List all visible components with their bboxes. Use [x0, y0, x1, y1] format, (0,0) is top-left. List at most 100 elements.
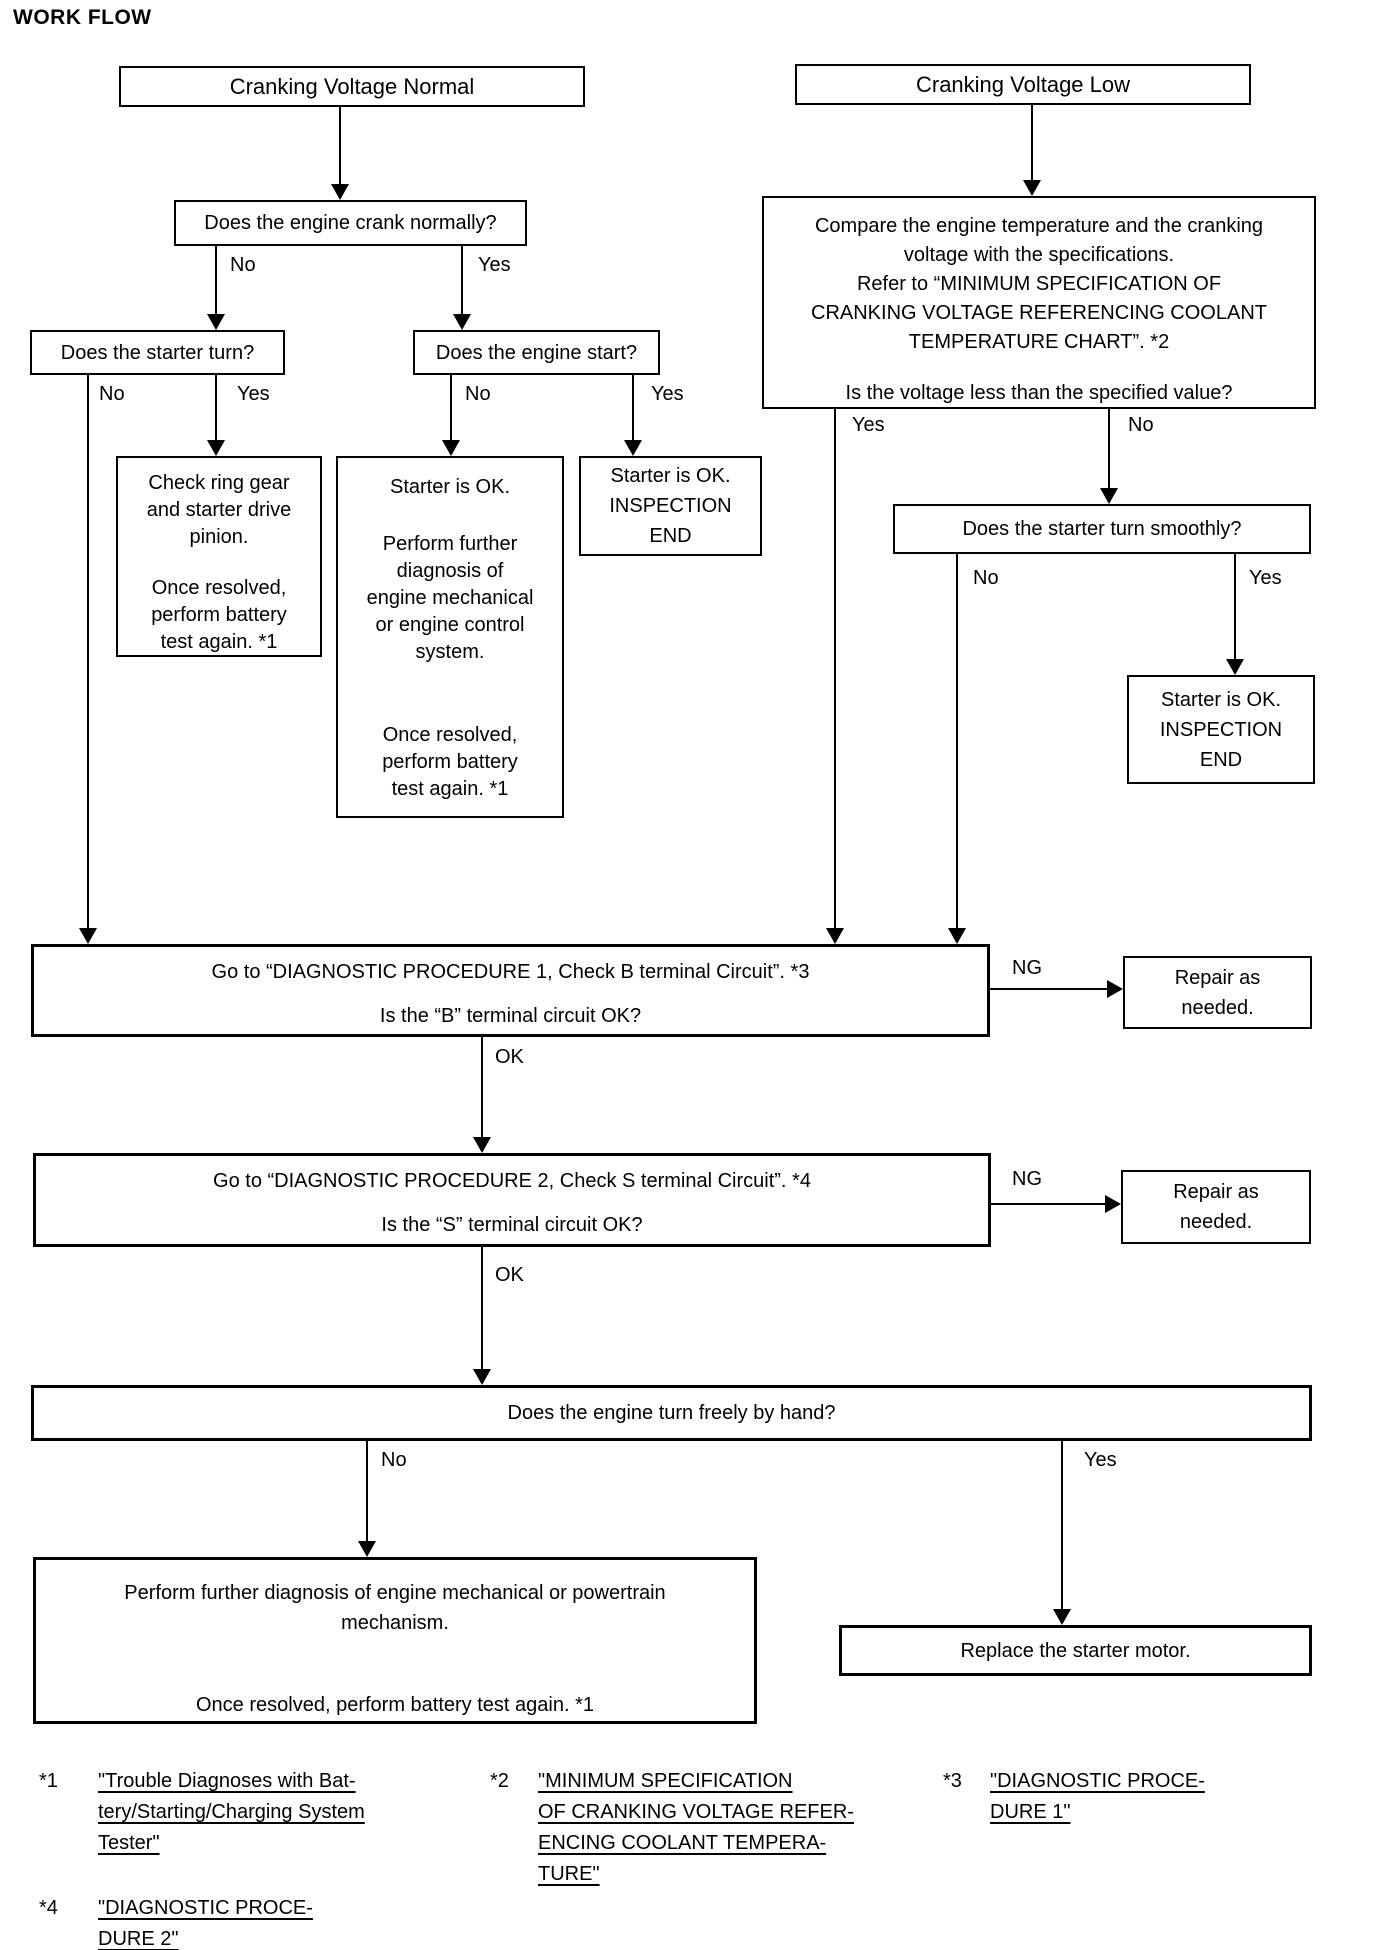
connector-proc1-ok-to-proc2 — [481, 1037, 483, 1137]
node-text: Check ring gear and starter drive pinion… — [146, 472, 292, 548]
arrowhead-down-icon — [1053, 1609, 1071, 1625]
node-label: Starter is OK. INSPECTION END — [609, 465, 732, 547]
page-title: WORK FLOW — [13, 6, 152, 29]
node-label: Does the starter turn smoothly? — [962, 518, 1242, 540]
edge-label-yes: Yes — [1249, 567, 1282, 589]
footnote-2: *2 "MINIMUM SPECIFICATION OF CRANKING VO… — [490, 1766, 854, 1890]
arrowhead-down-icon — [948, 928, 966, 944]
arrowhead-right-icon — [1105, 1195, 1121, 1213]
arrowhead-down-icon — [442, 440, 460, 456]
node-action-repair-as-needed-1: Repair as needed. — [1123, 956, 1312, 1029]
node-q-diagnostic-procedure-2: Go to “DIAGNOSTIC PROCEDURE 2, Check S t… — [33, 1153, 991, 1247]
node-text: Compare the engine temperature and the c… — [814, 215, 1264, 266]
node-action-replace-starter-motor: Replace the starter motor. — [839, 1625, 1312, 1676]
arrowhead-down-icon — [1226, 659, 1244, 675]
node-label: Does the engine turn freely by hand? — [507, 1402, 836, 1424]
connector-starter-turn-yes-to-ring-gear — [215, 375, 217, 440]
node-q-engine-start: Does the engine start? — [413, 330, 660, 375]
node-label: Does the starter turn? — [60, 341, 255, 364]
edge-label-ng: NG — [1012, 957, 1042, 979]
edge-label-no: No — [1128, 414, 1154, 436]
node-label: Cranking Voltage Normal — [229, 73, 475, 99]
connector-proc2-ok-to-turn-freely — [481, 1247, 483, 1369]
arrowhead-down-icon — [1023, 180, 1041, 196]
connector-freely-yes-to-replace — [1061, 1441, 1063, 1609]
node-text: Go to “DIAGNOSTIC PROCEDURE 1, Check B t… — [211, 961, 810, 983]
arrowhead-down-icon — [826, 928, 844, 944]
connector-starter-turn-no-to-proc1 — [87, 375, 89, 928]
edge-label-yes: Yes — [478, 254, 511, 276]
node-action-starter-ok-further-diagnosis: Starter is OK. Perform further diagnosis… — [336, 456, 564, 818]
arrowhead-down-icon — [473, 1137, 491, 1153]
node-action-compare-voltage: Compare the engine temperature and the c… — [762, 196, 1316, 409]
node-label: Cranking Voltage Low — [915, 71, 1131, 97]
node-text: Go to “DIAGNOSTIC PROCEDURE 2, Check S t… — [213, 1170, 811, 1192]
node-end-starter-ok-inspection-right: Starter is OK. INSPECTION END — [1127, 675, 1315, 784]
node-text: Starter is OK. — [389, 476, 511, 498]
connector-low-to-compare — [1031, 105, 1033, 180]
footnote-ref: *3 — [943, 1770, 962, 1792]
arrowhead-down-icon — [473, 1369, 491, 1385]
node-label: Does the engine start? — [435, 341, 638, 364]
edge-label-no: No — [99, 383, 125, 405]
footnote-4: *4 "DIAGNOSTIC PROCE- DURE 2" — [39, 1893, 313, 1950]
node-q-starter-turn: Does the starter turn? — [30, 330, 285, 375]
arrowhead-down-icon — [331, 184, 349, 200]
edge-label-yes: Yes — [237, 383, 270, 405]
connector-proc1-ng-to-repair — [990, 988, 1107, 990]
node-text: Once resolved, perform battery test agai… — [151, 577, 287, 653]
edge-label-yes: Yes — [651, 383, 684, 405]
connector-crank-no-to-starter-turn — [215, 246, 217, 314]
connector-smoothly-yes-to-end — [1234, 554, 1236, 659]
node-text: Perform further diagnosis of engine mech… — [366, 533, 534, 663]
edge-label-ng: NG — [1012, 1168, 1042, 1190]
node-text: Once resolved, perform battery test agai… — [382, 724, 518, 800]
edge-label-ok: OK — [495, 1264, 524, 1286]
edge-label-yes: Yes — [852, 414, 885, 436]
connector-compare-yes-to-proc1 — [834, 409, 836, 928]
arrowhead-right-icon — [1107, 980, 1123, 998]
arrowhead-down-icon — [453, 314, 471, 330]
edge-label-no: No — [381, 1449, 407, 1471]
edge-label-no: No — [465, 383, 491, 405]
node-text: Refer to “MINIMUM SPECIFICATION OF CRANK… — [811, 273, 1267, 353]
footnote-1: *1 "Trouble Diagnoses with Bat- tery/Sta… — [39, 1766, 365, 1859]
footnote-ref: *1 — [39, 1770, 58, 1792]
arrowhead-down-icon — [207, 440, 225, 456]
footnote-link-diagnostic-procedure-1[interactable]: "DIAGNOSTIC PROCE- DURE 1" — [990, 1770, 1205, 1823]
edge-label-no: No — [973, 567, 999, 589]
node-header-cranking-voltage-normal: Cranking Voltage Normal — [119, 66, 585, 107]
footnote-link-minimum-specification[interactable]: "MINIMUM SPECIFICATION OF CRANKING VOLTA… — [538, 1770, 854, 1885]
arrowhead-down-icon — [79, 928, 97, 944]
node-end-starter-ok-inspection-left: Starter is OK. INSPECTION END — [579, 456, 762, 556]
node-label: Replace the starter motor. — [960, 1639, 1191, 1662]
node-q-engine-turn-freely: Does the engine turn freely by hand? — [31, 1385, 1312, 1441]
connector-normal-to-crank — [339, 107, 341, 184]
node-label: Repair as needed. — [1173, 1181, 1259, 1233]
node-action-check-ring-gear: Check ring gear and starter drive pinion… — [116, 456, 322, 657]
edge-label-yes: Yes — [1084, 1449, 1117, 1471]
node-label: Starter is OK. INSPECTION END — [1159, 688, 1283, 771]
node-text: Is the “S” terminal circuit OK? — [381, 1214, 643, 1236]
connector-engine-start-yes-to-end — [632, 375, 634, 440]
footnote-ref: *2 — [490, 1770, 509, 1792]
footnote-ref: *4 — [39, 1897, 58, 1919]
node-label: Does the engine crank normally? — [204, 212, 497, 234]
node-header-cranking-voltage-low: Cranking Voltage Low — [795, 64, 1251, 105]
node-text: Is the “B” terminal circuit OK? — [379, 1005, 642, 1027]
node-action-repair-as-needed-2: Repair as needed. — [1121, 1170, 1311, 1244]
arrowhead-down-icon — [207, 314, 225, 330]
connector-compare-no-to-smoothly — [1108, 409, 1110, 488]
footnote-3: *3 "DIAGNOSTIC PROCE- DURE 1" — [943, 1766, 1205, 1828]
connector-engine-start-no-to-diagnosis — [450, 375, 452, 440]
node-q-starter-turn-smoothly: Does the starter turn smoothly? — [893, 504, 1311, 554]
node-q-engine-crank-normally: Does the engine crank normally? — [174, 200, 527, 246]
node-text: Is the voltage less than the specified v… — [845, 382, 1233, 404]
arrowhead-down-icon — [624, 440, 642, 456]
arrowhead-down-icon — [358, 1541, 376, 1557]
node-text: Perform further diagnosis of engine mech… — [124, 1582, 666, 1634]
connector-smoothly-no-to-proc1 — [956, 554, 958, 928]
footnote-link-trouble-diagnoses[interactable]: "Trouble Diagnoses with Bat- tery/Starti… — [98, 1770, 365, 1854]
footnote-link-diagnostic-procedure-2[interactable]: "DIAGNOSTIC PROCE- DURE 2" — [98, 1897, 313, 1950]
